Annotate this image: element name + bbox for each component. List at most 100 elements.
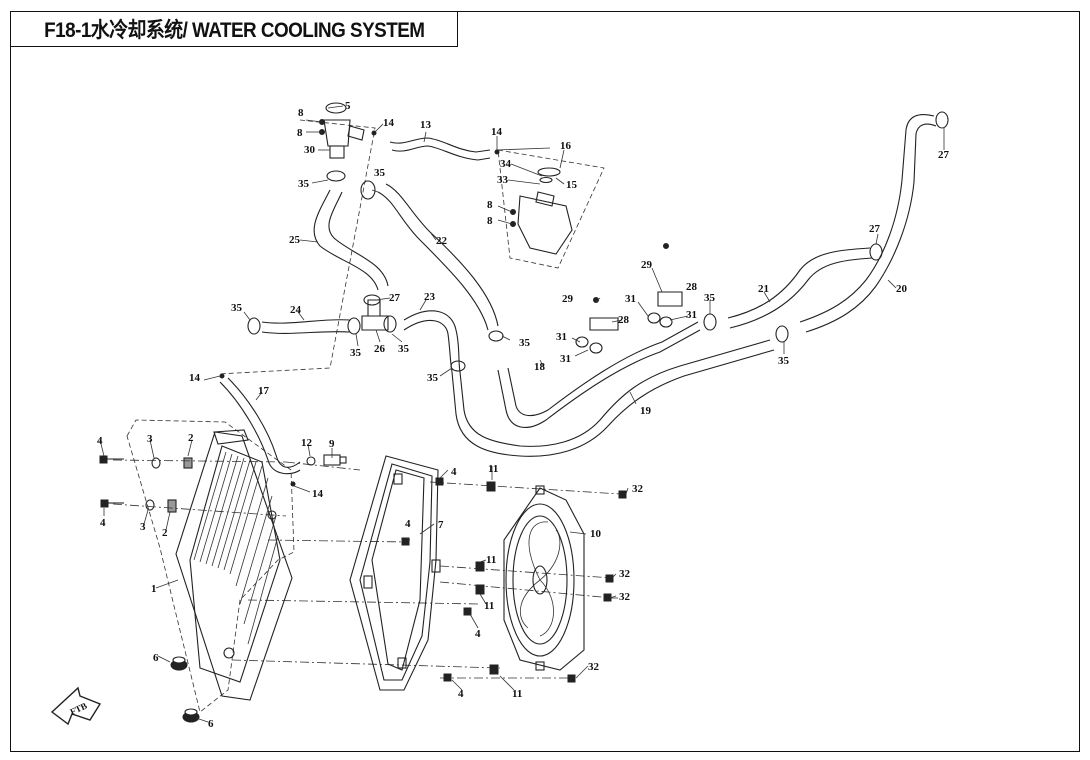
callout-35: 35 xyxy=(427,372,439,384)
callout-21: 21 xyxy=(758,283,769,295)
callout-35: 35 xyxy=(778,355,790,367)
leader-13-line xyxy=(495,147,551,151)
callout-22: 22 xyxy=(436,235,448,247)
group-outline-reservoir xyxy=(497,149,605,269)
callout-33: 33 xyxy=(497,174,509,186)
front-direction-marker: FTB xyxy=(50,686,102,726)
callout-6: 6 xyxy=(153,652,159,664)
callout-31: 31 xyxy=(556,331,567,343)
callout-35: 35 xyxy=(231,302,243,314)
cooling-fan xyxy=(503,485,585,671)
hose-13-b xyxy=(391,145,491,161)
hose-22-b xyxy=(385,183,499,327)
callout-13: 13 xyxy=(420,119,432,131)
callout-28: 28 xyxy=(618,314,630,326)
callout-27: 27 xyxy=(869,223,881,235)
callout-17: 17 xyxy=(258,385,270,397)
hose-25 xyxy=(313,189,379,291)
callout-20: 20 xyxy=(896,283,908,295)
hose-13 xyxy=(389,137,491,153)
callout-32: 32 xyxy=(619,591,631,603)
callout-35: 35 xyxy=(350,347,362,359)
hose-20-b xyxy=(805,123,937,333)
overflow-tube-inner xyxy=(219,381,301,475)
callout-8: 8 xyxy=(298,107,304,119)
radiator-bolt-upper xyxy=(99,455,193,469)
callout-25: 25 xyxy=(289,234,301,246)
hose-23 xyxy=(403,310,461,373)
rubber-mount-bottom xyxy=(182,708,200,723)
callout-11: 11 xyxy=(486,554,496,566)
callout-32: 32 xyxy=(588,661,600,673)
coolant-reservoir xyxy=(510,167,573,255)
callout-4: 4 xyxy=(97,435,103,447)
callout-1: 1 xyxy=(151,583,157,595)
diagram-title: F18-1水冷却系统/ WATER COOLING SYSTEM xyxy=(43,19,425,42)
bolt-set xyxy=(401,477,627,683)
callout-31: 31 xyxy=(686,309,697,321)
callout-4: 4 xyxy=(451,466,457,478)
nut-set xyxy=(475,481,499,675)
callout-11: 11 xyxy=(512,688,522,700)
callout-32: 32 xyxy=(619,568,631,580)
callout-16: 16 xyxy=(560,140,572,152)
callout-7: 7 xyxy=(438,519,444,531)
callout-24: 24 xyxy=(290,304,302,316)
rubber-mount-top xyxy=(170,656,188,671)
hose-24-b xyxy=(261,331,351,334)
callout-3: 3 xyxy=(140,521,146,533)
callout-14: 14 xyxy=(491,126,503,138)
fan-shroud xyxy=(349,455,441,691)
callout-4: 4 xyxy=(475,628,481,640)
callout-27: 27 xyxy=(938,149,950,161)
callout-34: 34 xyxy=(500,158,512,170)
hose-21 xyxy=(727,247,871,319)
hose-21-b xyxy=(729,257,873,329)
callout-leaders xyxy=(99,105,945,723)
callout-35: 35 xyxy=(298,178,310,190)
hose-20 xyxy=(799,113,935,323)
callout-3: 3 xyxy=(147,433,153,445)
callout-14: 14 xyxy=(189,372,201,384)
callout-32: 32 xyxy=(632,483,644,495)
callout-12: 12 xyxy=(301,437,313,449)
callout-5: 5 xyxy=(345,100,351,112)
callout-26: 26 xyxy=(374,343,386,355)
pipe-19-b xyxy=(451,349,775,457)
callout-31: 31 xyxy=(560,353,571,365)
pipe-brackets xyxy=(575,243,683,354)
callout-30: 30 xyxy=(304,144,316,156)
assembly-leaders xyxy=(112,459,621,679)
callout-2: 2 xyxy=(188,432,194,444)
callout-8: 8 xyxy=(297,127,303,139)
callout-29: 29 xyxy=(562,293,574,305)
callout-10: 10 xyxy=(590,528,602,540)
callout-35: 35 xyxy=(704,292,716,304)
callout-8: 8 xyxy=(487,215,493,227)
callout-4: 4 xyxy=(458,688,464,700)
callout-35: 35 xyxy=(519,337,531,349)
callout-11: 11 xyxy=(488,463,498,475)
callout-35: 35 xyxy=(398,343,410,355)
callout-labels: 5 8 8 30 35 14 13 14 16 34 33 15 8 8 35 … xyxy=(97,100,950,730)
pipe-18 xyxy=(497,329,701,428)
callout-2: 2 xyxy=(162,527,168,539)
callout-19: 19 xyxy=(640,405,652,417)
callout-14: 14 xyxy=(383,117,395,129)
tube-clips xyxy=(219,130,500,487)
callout-35: 35 xyxy=(374,167,386,179)
title-block: F18-1水冷却系统/ WATER COOLING SYSTEM xyxy=(10,11,458,47)
hose-24 xyxy=(261,319,351,324)
hose-22 xyxy=(377,191,489,331)
callout-14: 14 xyxy=(312,488,324,500)
radiator-bolt-lower xyxy=(100,499,177,513)
hose-clamps xyxy=(247,111,949,372)
hose-23-b xyxy=(403,319,453,373)
pipe-18-b xyxy=(507,321,699,417)
hose-25-b xyxy=(328,191,389,287)
group-outline-radiator xyxy=(126,419,295,713)
callout-8: 8 xyxy=(487,199,493,211)
callout-4: 4 xyxy=(100,517,106,529)
callout-23: 23 xyxy=(424,291,436,303)
